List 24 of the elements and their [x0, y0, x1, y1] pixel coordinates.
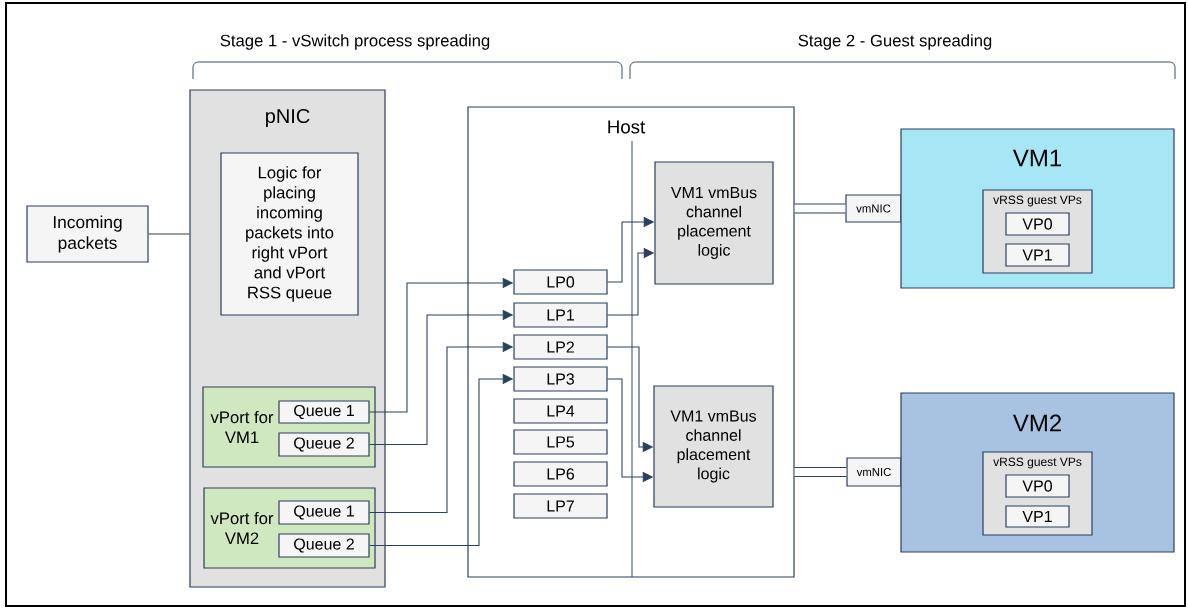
processor-box: LP4 — [513, 398, 608, 424]
processor-box: VP0 — [1005, 212, 1070, 236]
nic-box: vmNIC — [845, 194, 902, 223]
source-box: Incoming packets — [26, 205, 149, 263]
processor-box: LP2 — [513, 334, 608, 360]
logic-box: VM1 vmBus channel placement logic — [654, 161, 774, 285]
queue-box: Queue 2 — [278, 533, 370, 558]
processor-box: LP0 — [513, 269, 608, 295]
logic-box: VM1 vmBus channel placement logic — [653, 385, 774, 508]
logic-box: Logic for placing incoming packets into right vPort and vPort RSS queue — [220, 152, 359, 316]
processor-box: VP0 — [1005, 474, 1070, 498]
stage-heading: Stage 2 - Guest spreading — [798, 34, 992, 50]
processor-box: LP3 — [513, 366, 608, 392]
processor-box: VP1 — [1005, 505, 1070, 528]
processor-box: LP6 — [513, 461, 608, 487]
queue-box: Queue 1 — [278, 400, 370, 424]
processor-box: LP1 — [513, 302, 608, 328]
queue-box: Queue 1 — [278, 500, 370, 525]
queue-box: Queue 2 — [278, 432, 370, 457]
processor-box: LP7 — [513, 493, 608, 519]
stage-heading: Stage 1 - vSwitch process spreading — [220, 34, 490, 50]
nic-box: vmNIC — [846, 457, 902, 487]
processor-box: VP1 — [1005, 243, 1070, 267]
processor-box: LP5 — [513, 429, 608, 455]
